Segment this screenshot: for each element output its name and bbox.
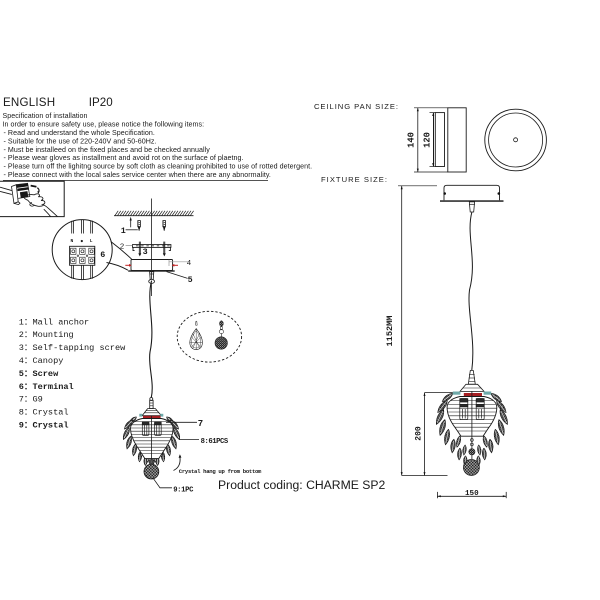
svg-text:1152MM: 1152MM	[385, 316, 395, 347]
svg-text:4：Canopy: 4：Canopy	[19, 356, 64, 366]
svg-text:6：Terminal: 6：Terminal	[19, 382, 74, 392]
svg-text:- Suitable for the use of 220-: - Suitable for the use of 220-240V and 5…	[4, 137, 157, 145]
svg-text:9：Crystal: 9：Crystal	[19, 421, 69, 431]
svg-text:- Please turn off the lighitng: - Please turn off the lighitng source by…	[4, 163, 313, 171]
svg-text:8:61PCS: 8:61PCS	[201, 438, 229, 446]
svg-text:In order to ensure safety use,: In order to ensure safety use, please no…	[3, 121, 205, 129]
svg-text:9:1PC: 9:1PC	[173, 486, 194, 494]
svg-text:6: 6	[100, 250, 105, 260]
svg-text:N: N	[71, 238, 74, 244]
svg-text:- Please connect with the loca: - Please connect with the local sales se…	[4, 171, 271, 179]
svg-text:●: ●	[80, 238, 83, 244]
svg-text:3: 3	[143, 247, 148, 257]
svg-text:1: 1	[121, 226, 126, 236]
svg-text:CEILING PAN SIZE:: CEILING PAN SIZE:	[314, 102, 398, 111]
svg-text:2：Mounting: 2：Mounting	[19, 330, 74, 340]
svg-text:200: 200	[415, 426, 424, 441]
svg-text:5: 5	[188, 275, 193, 285]
svg-text:Specification of installation: Specification of installation	[3, 112, 88, 120]
svg-text:- Read and understand the whol: - Read and understand the whole Specific…	[4, 129, 155, 137]
svg-text:- Must be installeed on the fi: - Must be installeed on the fixed places…	[4, 146, 211, 154]
svg-text:- Please wear gloves as instal: - Please wear gloves as installment and …	[4, 154, 244, 162]
svg-text:5：Screw: 5：Screw	[19, 369, 59, 379]
svg-text:1：Mall anchor: 1：Mall anchor	[19, 317, 89, 327]
svg-text:140: 140	[407, 132, 417, 148]
svg-text:8：Crystal: 8：Crystal	[19, 408, 69, 418]
svg-text:3：Self-tapping screw: 3：Self-tapping screw	[19, 343, 126, 353]
svg-text:Crystal hang up from bottom: Crystal hang up from bottom	[179, 468, 262, 475]
svg-text:4: 4	[187, 260, 192, 268]
svg-text:FIXTURE SIZE:: FIXTURE SIZE:	[321, 175, 387, 184]
svg-text:2: 2	[120, 243, 125, 251]
svg-text:120: 120	[423, 132, 433, 148]
svg-text:Product coding: CHARME SP2: Product coding: CHARME SP2	[218, 478, 386, 492]
svg-text:7: 7	[198, 419, 203, 429]
svg-text:150: 150	[465, 490, 479, 498]
svg-text:7：G9: 7：G9	[19, 395, 43, 405]
svg-text:IP20: IP20	[89, 96, 113, 109]
svg-text:L: L	[90, 238, 93, 244]
svg-text:ENGLISH: ENGLISH	[3, 96, 55, 109]
